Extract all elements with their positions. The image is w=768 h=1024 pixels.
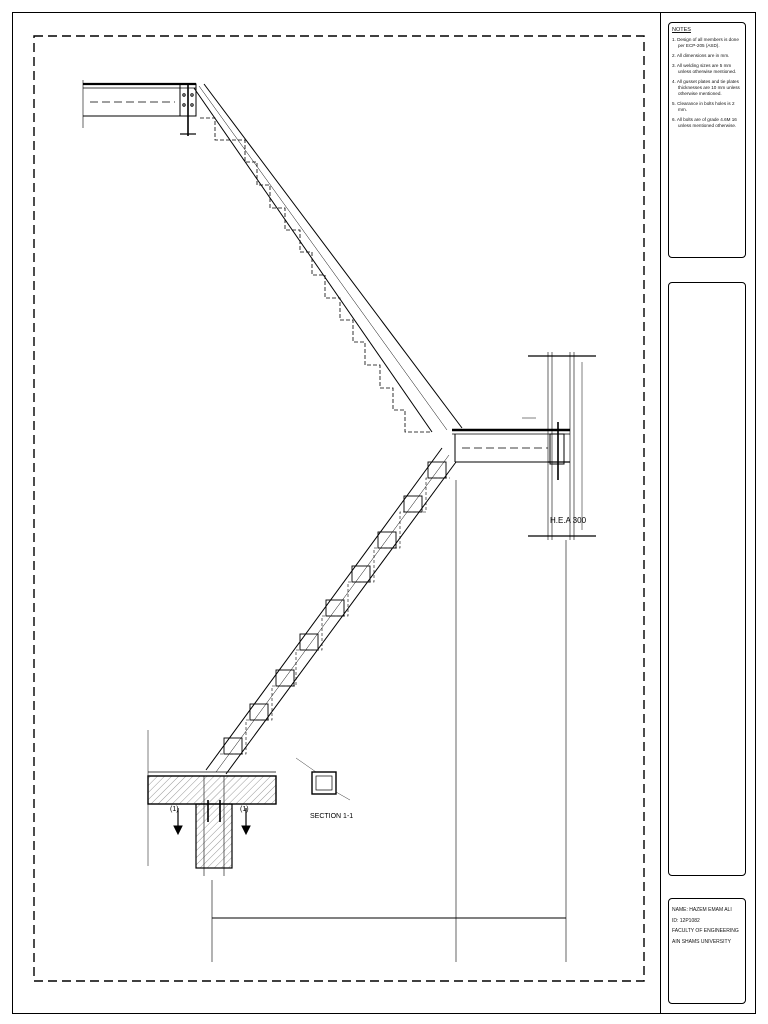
note-item: 6. All bolts are of grade 4.6M 16 unless…	[672, 117, 737, 128]
lower-stair-stringer	[205, 447, 457, 775]
section-mark-right: (1)	[240, 806, 249, 813]
beam-profile-label: H.E.A 300	[550, 516, 587, 525]
title-block-panel	[660, 12, 756, 1014]
note-item: 2. All dimensions are in mm.	[672, 53, 730, 58]
empty-title-box	[668, 282, 746, 876]
section-detail	[295, 757, 351, 801]
upper-floor-beam	[82, 80, 197, 136]
student-info-box: NAME: HAZEM EMAM ALI ID: 12P1082 FACULTY…	[668, 898, 746, 1004]
section-cut-markers	[173, 808, 251, 836]
landing-beam	[452, 417, 570, 480]
student-id: ID: 12P1082	[672, 917, 700, 924]
section-mark-left: (1)	[170, 806, 179, 813]
university-name: AIN SHAMS UNIVERSITY	[672, 938, 731, 945]
bottom-dimension-lines	[147, 480, 567, 962]
dashed-drawing-frame	[33, 35, 645, 982]
note-item: 4. All gusset plates and tie plates thic…	[672, 79, 740, 96]
drawing-sheet-border	[12, 12, 756, 1014]
student-name: NAME: HAZEM EMAM ALI	[672, 907, 732, 913]
note-item: 3. All welding sizes are 5 mm unless oth…	[672, 63, 737, 74]
faculty-name: FACULTY OF ENGINEERING	[672, 928, 739, 934]
upper-stair-stringer	[193, 83, 463, 433]
notes-title: NOTES	[672, 27, 691, 33]
section-title: SECTION 1-1	[310, 813, 353, 820]
note-item: 1. Design of all members is done per ECP…	[672, 37, 739, 48]
note-item: 5. Clearance in bolts holes is 2 mm.	[672, 101, 735, 112]
notes-box: NOTES 1. Design of all members is done p…	[668, 22, 746, 258]
ground-slab	[147, 771, 277, 876]
column-dimension-lines	[528, 352, 596, 540]
